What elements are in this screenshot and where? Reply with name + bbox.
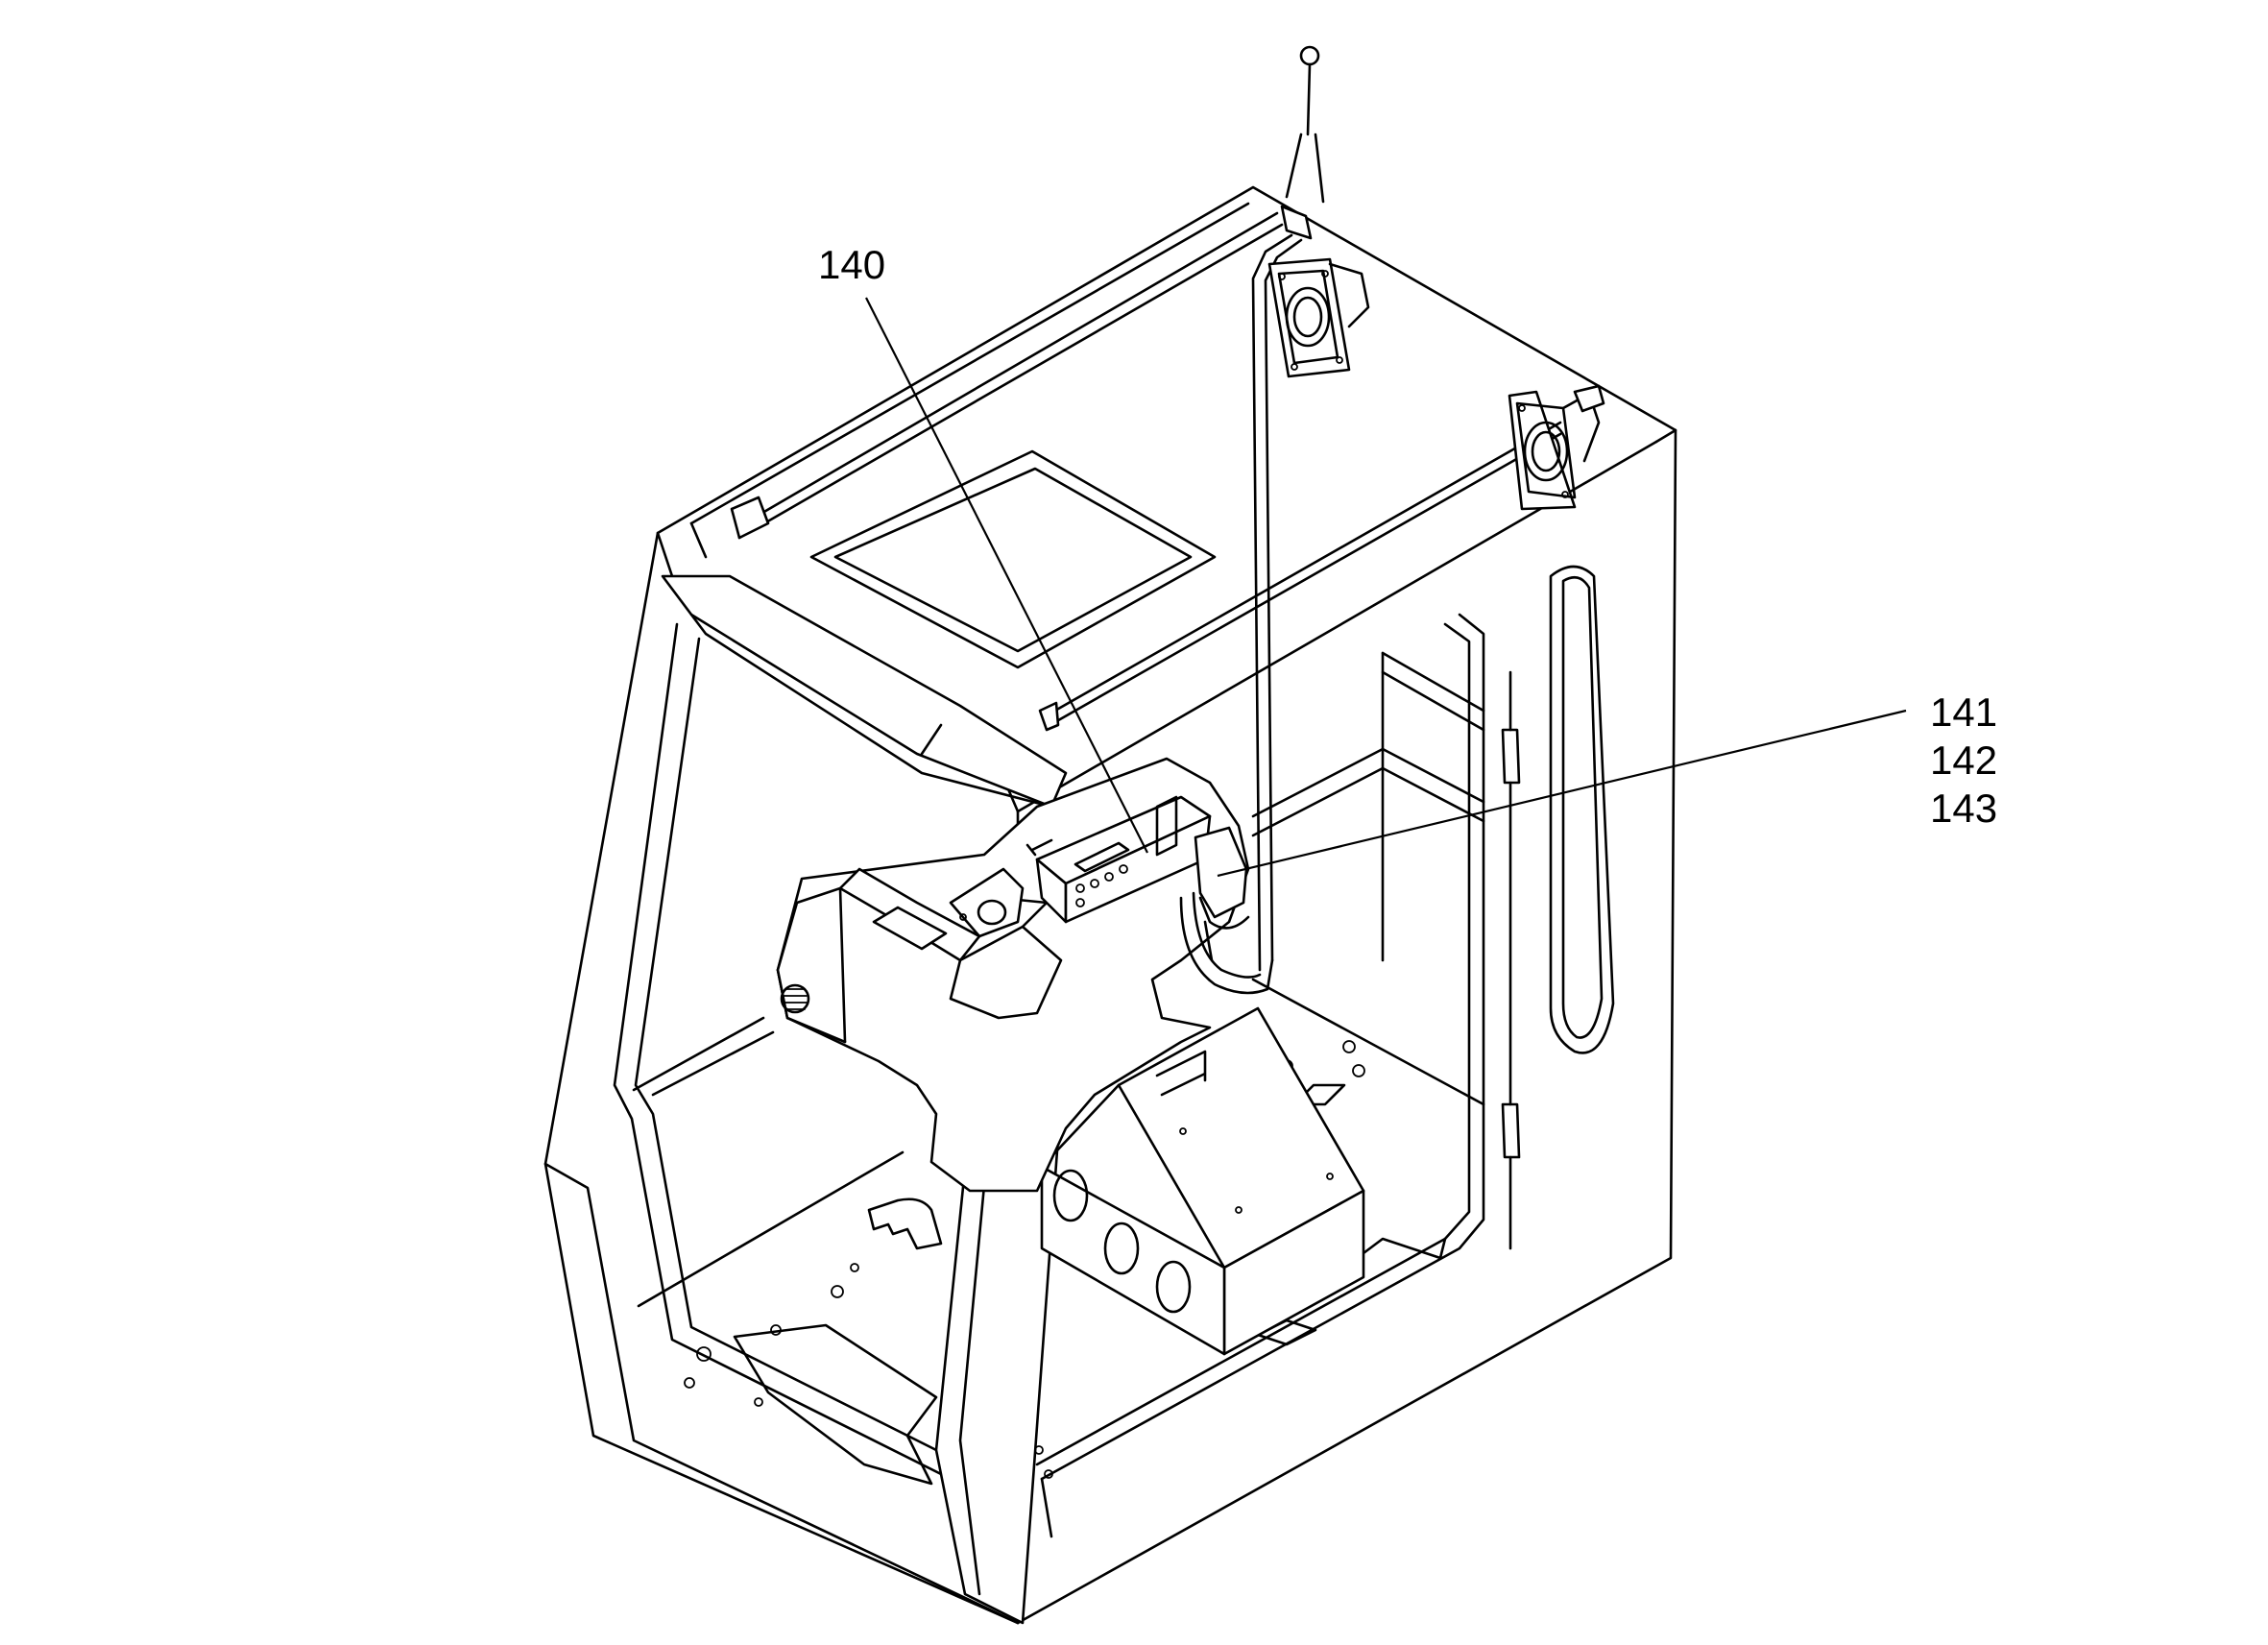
speaker-right xyxy=(1508,384,1605,511)
callout-labels: 140 141 142 143 xyxy=(818,242,1997,831)
floor-heater-box xyxy=(1040,1006,1365,1356)
callout-143: 143 xyxy=(1930,786,1997,831)
callout-142: 142 xyxy=(1930,738,1997,783)
leader-line-140 xyxy=(865,297,1148,854)
callout-140: 140 xyxy=(818,242,885,287)
rear-frame xyxy=(1035,565,1615,1538)
antenna xyxy=(1251,45,1325,972)
cab-floor xyxy=(637,978,1485,1486)
leader-lines xyxy=(865,297,1907,878)
leader-line-141-143 xyxy=(1217,709,1907,878)
operator-console xyxy=(776,757,1274,1193)
speaker-left xyxy=(1267,257,1370,378)
callout-141: 141 xyxy=(1930,689,1997,735)
cab-roof xyxy=(661,202,1562,809)
